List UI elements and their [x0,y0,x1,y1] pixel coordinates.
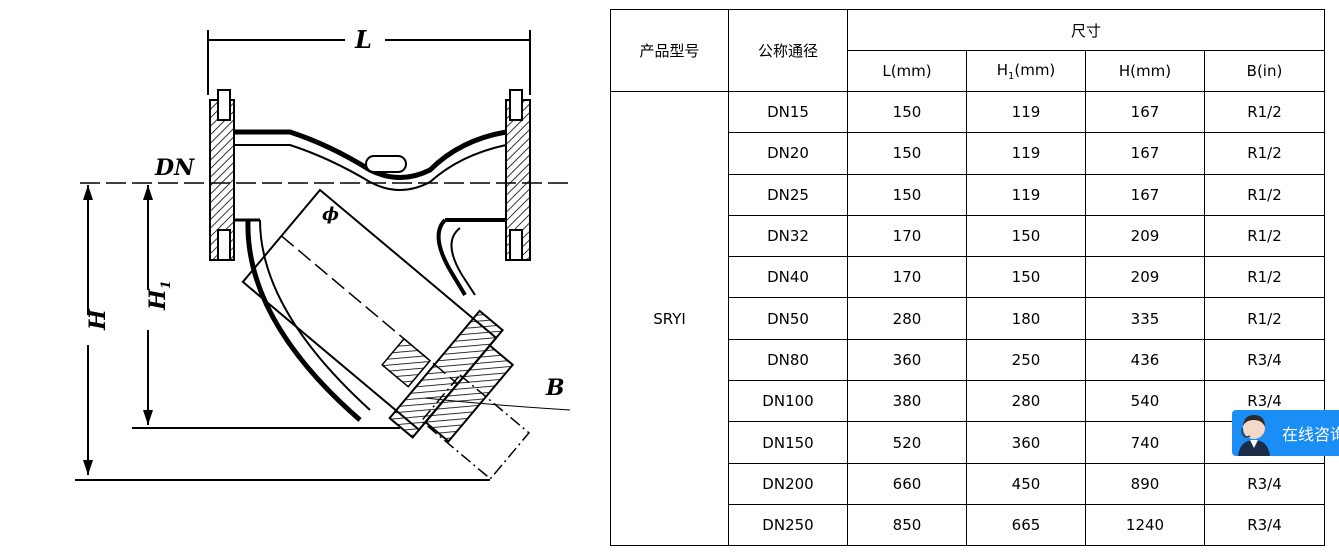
h-cell: 209 [1085,214,1205,258]
dn-cell: DN250 [728,503,848,547]
header-nominal-diameter: 公称通径 [728,9,848,92]
h-cell: 167 [1085,90,1205,134]
l-cell: 660 [847,462,967,505]
label-B: B [545,375,565,401]
l-cell: 150 [847,90,967,134]
header-H: H(mm) [1085,50,1205,92]
h-cell: 436 [1085,338,1205,382]
dn-cell: DN25 [728,173,848,216]
y-strainer-drawing: L DN ϕ [70,20,590,500]
l-cell: 360 [847,338,967,382]
dn-cell: DN32 [728,214,848,258]
dn-cell: DN200 [728,462,848,505]
dn-cell: DN50 [728,297,848,340]
b-cell: R3/4 [1204,462,1325,505]
dn-cell: DN100 [728,380,848,423]
header-size: 尺寸 [847,9,1325,51]
h-cell: 335 [1085,297,1205,340]
header-L: L(mm) [847,50,967,92]
l-cell: 150 [847,132,967,175]
h1-cell: 150 [966,214,1086,258]
online-consult-button[interactable]: 在线咨询 [1232,410,1339,456]
h-cell: 740 [1085,421,1205,464]
b-cell: R1/2 [1204,90,1325,134]
h-cell: 540 [1085,380,1205,423]
l-cell: 170 [847,256,967,299]
h1-cell: 450 [966,462,1086,505]
h-cell: 890 [1085,462,1205,505]
h-cell: 167 [1085,132,1205,175]
dn-cell: DN80 [728,338,848,382]
header-model: 产品型号 [610,9,729,92]
label-DN: DN [154,155,195,181]
header-H1: H1(mm) [966,50,1086,92]
h1-cell: 180 [966,297,1086,340]
h-cell: 209 [1085,256,1205,299]
l-cell: 170 [847,214,967,258]
h1-cell: 119 [966,173,1086,216]
label-H: H [85,308,111,331]
l-cell: 380 [847,380,967,423]
b-cell: R1/2 [1204,256,1325,299]
label-H1: H1 [145,280,174,311]
y-strainer-diagram: L DN ϕ [75,25,571,481]
b-cell: R1/2 [1204,214,1325,258]
h1-cell: 119 [966,132,1086,175]
b-cell: R3/4 [1204,503,1325,547]
label-phi: ϕ [322,204,339,225]
h1-cell: 150 [966,256,1086,299]
dn-cell: DN40 [728,256,848,299]
h1-cell: 119 [966,90,1086,134]
label-L: L [354,25,372,54]
header-B: B(in) [1204,50,1325,92]
h-cell: 167 [1085,173,1205,216]
dn-cell: DN20 [728,132,848,175]
h-cell: 1240 [1085,503,1205,547]
customer-service-avatar-icon [1232,410,1276,456]
h1-cell: 280 [966,380,1086,423]
b-cell: R1/2 [1204,173,1325,216]
online-consult-label: 在线咨询 [1282,425,1339,444]
model-cell: SRYI [610,90,729,547]
h1-cell: 250 [966,338,1086,382]
b-cell: R3/4 [1204,338,1325,382]
l-cell: 520 [847,421,967,464]
b-cell: R1/2 [1204,297,1325,340]
h1-cell: 360 [966,421,1086,464]
l-cell: 150 [847,173,967,216]
dn-cell: DN15 [728,90,848,134]
l-cell: 850 [847,503,967,547]
dimension-table: 产品型号 公称通径 尺寸 L(mm) H1(mm) H(mm) B(in) SR… [610,9,1325,547]
b-cell: R1/2 [1204,132,1325,175]
dn-cell: DN150 [728,421,848,464]
h1-cell: 665 [966,503,1086,547]
l-cell: 280 [847,297,967,340]
